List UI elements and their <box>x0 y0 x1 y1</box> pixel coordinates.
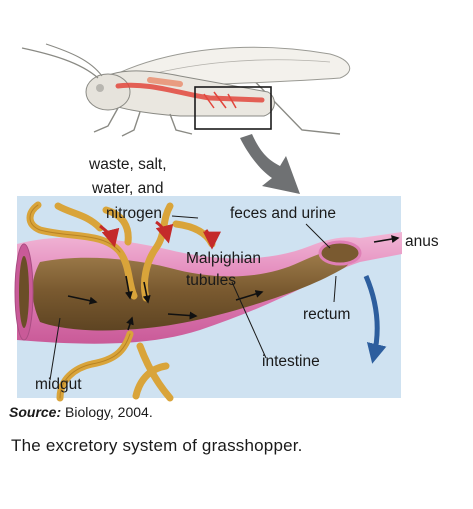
label-tubules: tubules <box>186 272 236 289</box>
label-intestine: intestine <box>262 353 320 370</box>
rectum-chamber <box>318 240 362 266</box>
label-midgut: midgut <box>35 376 82 393</box>
label-anus: anus <box>405 233 439 250</box>
label-waste-line-3: nitrogen <box>106 205 162 222</box>
label-rectum: rectum <box>303 306 350 323</box>
flow-arrows <box>67 235 400 331</box>
label-waste-line-1: waste, salt, <box>88 156 167 173</box>
label-waste-line-2: water, and <box>91 180 164 197</box>
grasshopper-illustration <box>21 43 351 137</box>
zoom-region-box <box>194 86 272 130</box>
figure-caption: The excretory system of grasshopper. <box>11 436 303 455</box>
zoom-arrow <box>240 134 300 194</box>
gut-tube <box>14 232 402 344</box>
source-credit: Source: Biology, 2004. <box>9 404 153 420</box>
label-feces-and-urine: feces and urine <box>230 205 336 222</box>
excretion-direction-arrow <box>363 275 387 364</box>
leader-lines <box>49 215 337 381</box>
label-malpighian: Malpighian <box>186 250 261 267</box>
input-arrows <box>99 220 221 250</box>
